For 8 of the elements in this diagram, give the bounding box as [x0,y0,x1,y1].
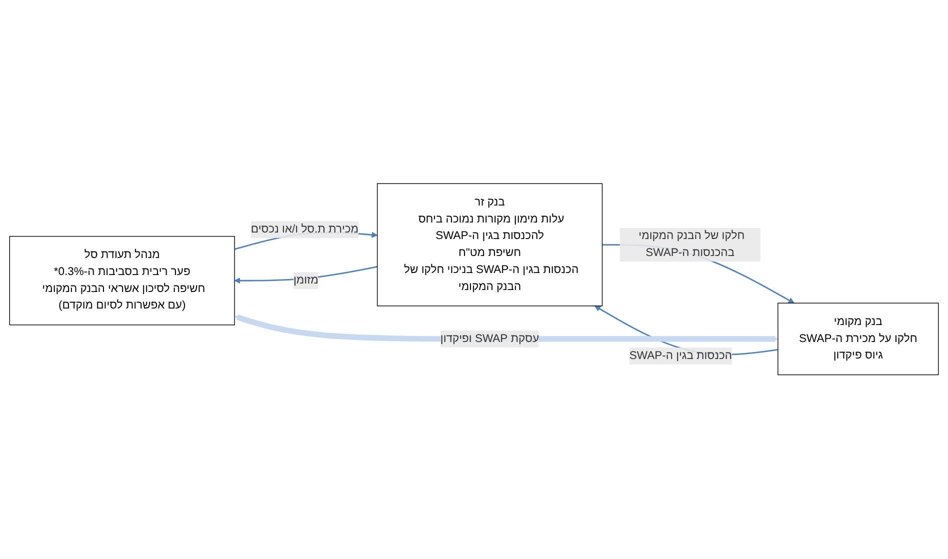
edge-label: הכנסות בגין ה-SWAP [629,350,732,362]
node-box: מנהל תעודת סל פער ריבית בסביבות ה-0.3%* חשיפה לסיכון אשראי הבנק המקומי (עם אפשרות לסיום מוקדם) [9,236,235,326]
node-box: בנק מקומי חלקו על מכירת ה-SWAP גיוס פיקדון [778,303,939,376]
edge-label: עסקת SWAP ופיקדון [440,332,540,345]
edge-label: מזומן [293,274,318,287]
edge-label: מכירת ת.סל ו/או נכסים [250,224,359,236]
edge-label: חלקו של הבנק המקומי בהכנסות ה-SWAP [638,230,745,260]
node-box: בנק זר עלות מימון מקורות נמוכה ביחס להכנסות בגין ה-SWAP חשיפת מט"ח הכנסות בגין ה-SWAP בניכוי חלקו של הבנק המקומי [376,184,603,307]
